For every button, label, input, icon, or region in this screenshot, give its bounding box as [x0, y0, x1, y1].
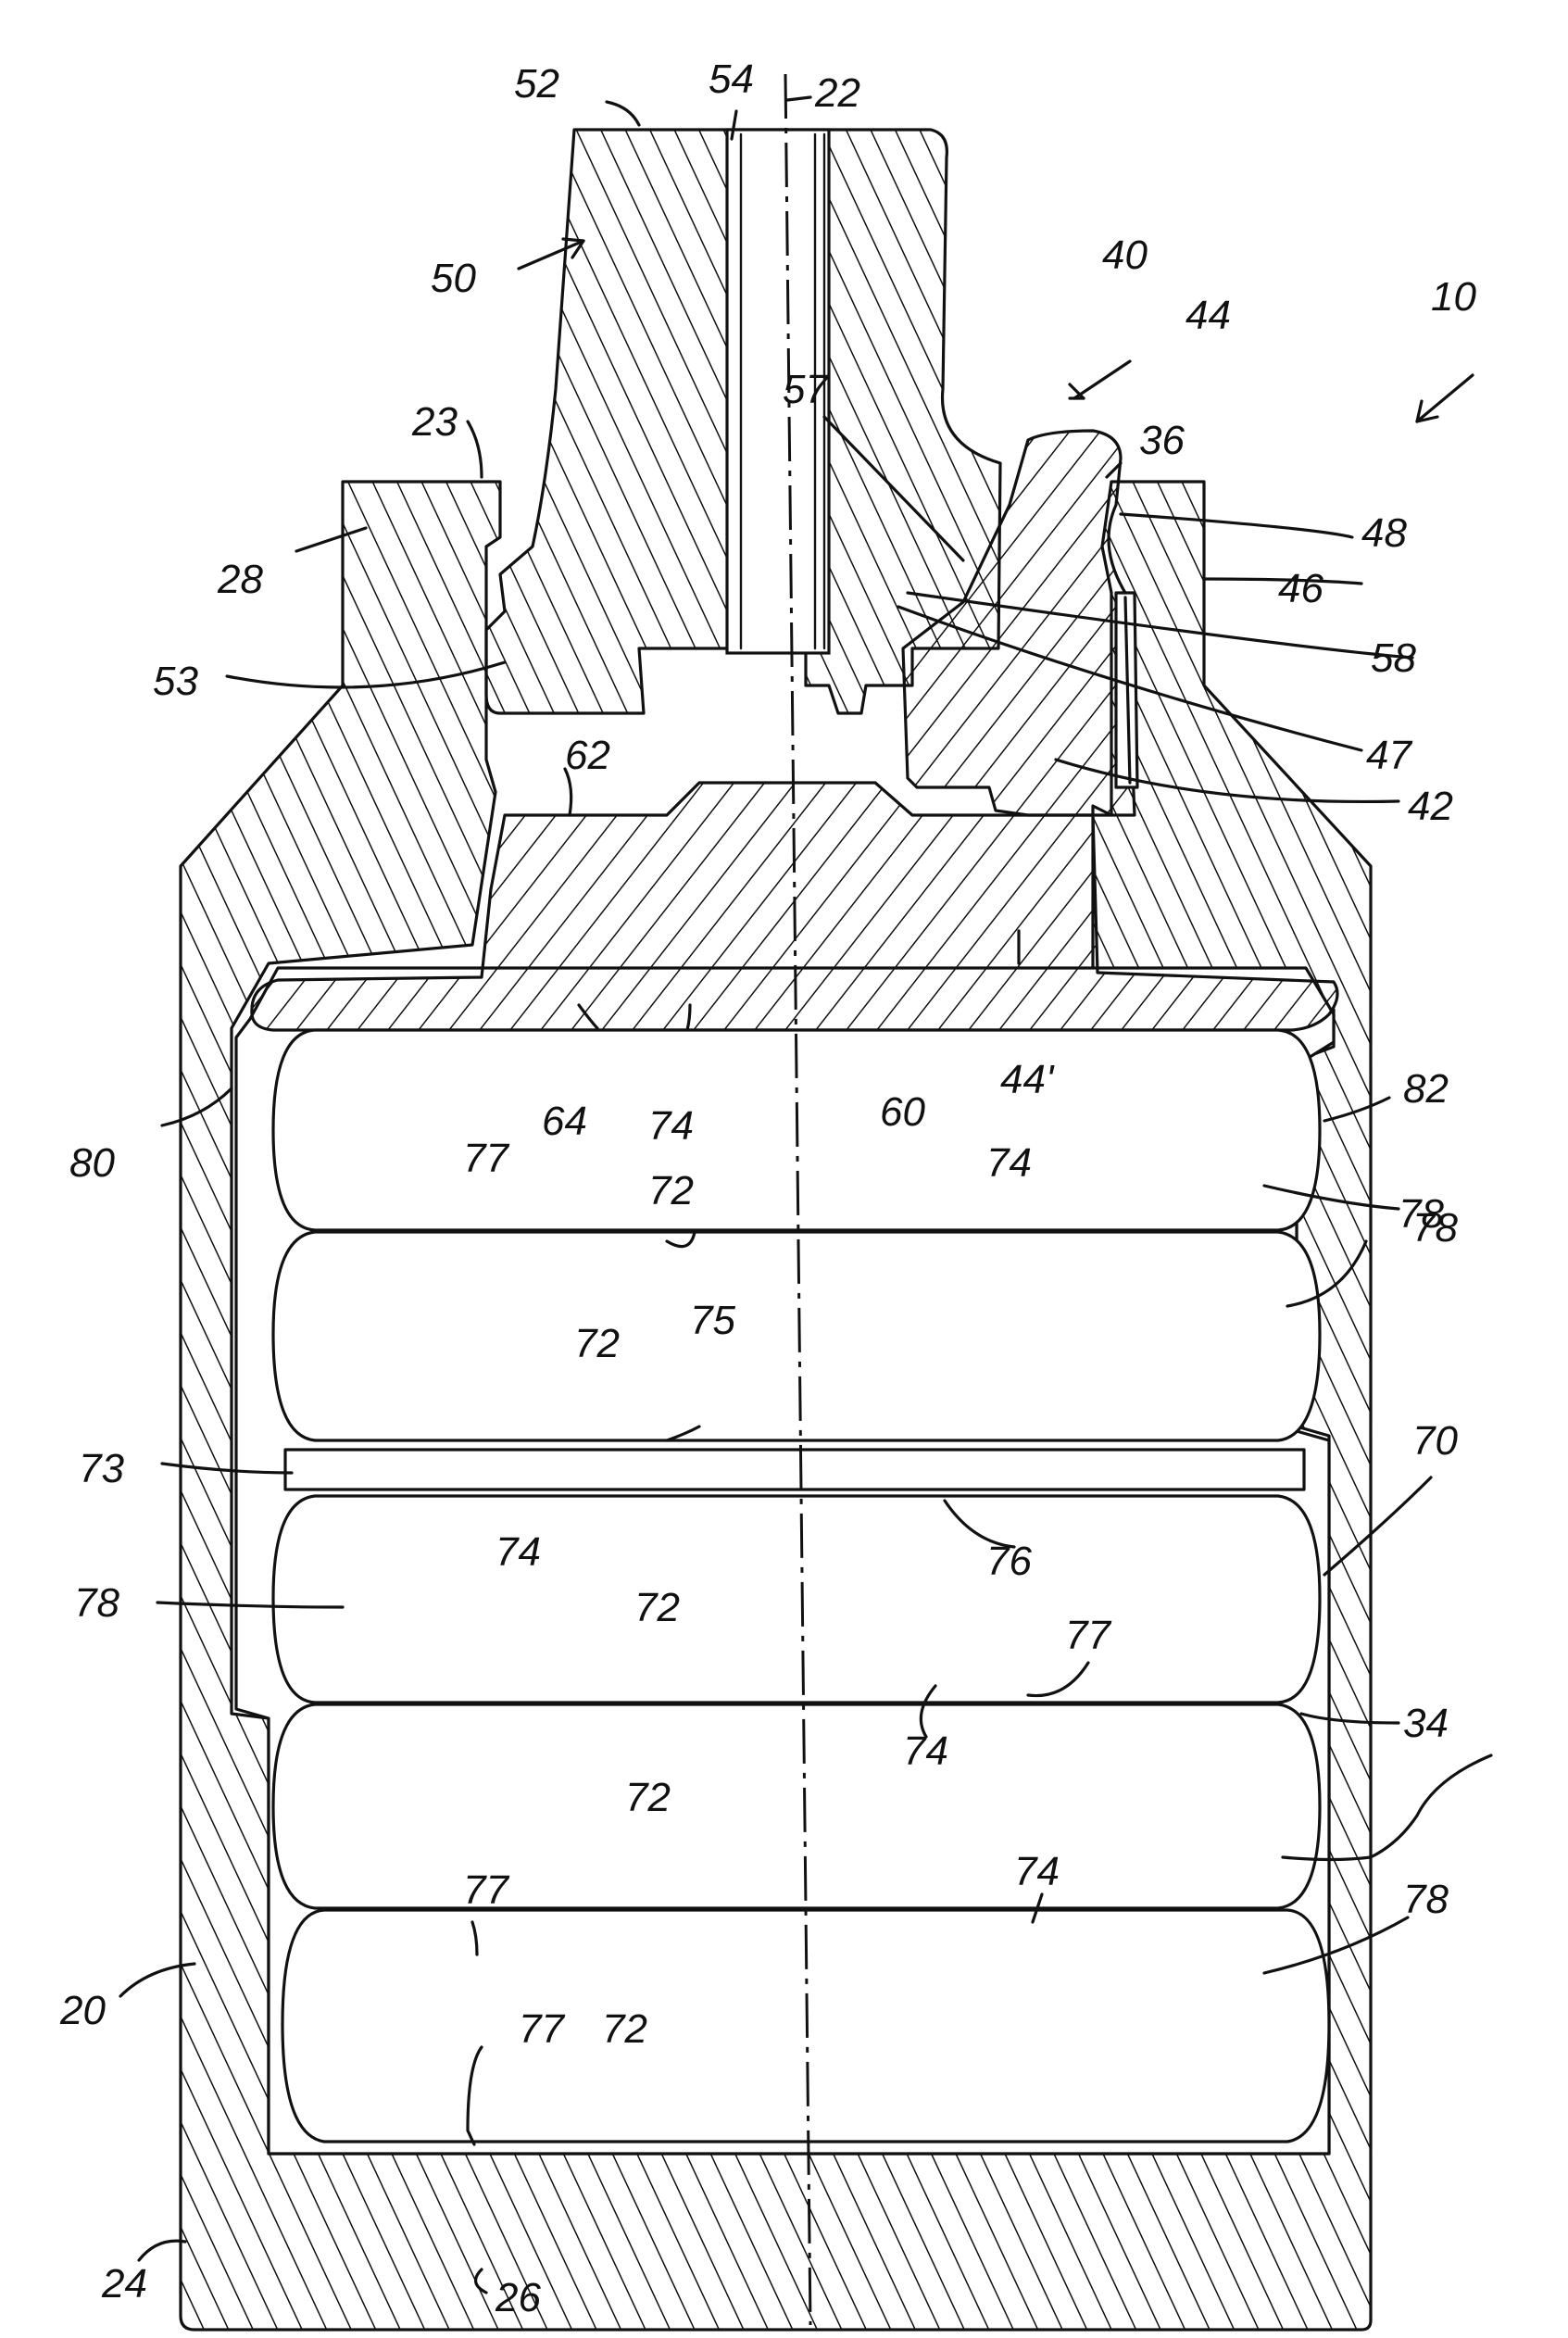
label-74e: 74 — [1014, 1849, 1060, 1894]
label-23: 23 — [411, 399, 458, 445]
label-76: 76 — [986, 1539, 1032, 1584]
label-62: 62 — [565, 733, 610, 778]
label-74d: 74 — [903, 1728, 948, 1774]
label-64: 64 — [542, 1099, 587, 1144]
label-75: 75 — [690, 1298, 735, 1343]
separator-73 — [285, 1450, 1304, 1490]
label-44p: 44' — [1000, 1057, 1055, 1102]
label-77c: 77 — [463, 1867, 509, 1913]
label-28: 28 — [217, 557, 263, 602]
label-74a: 74 — [648, 1103, 694, 1149]
label-36: 36 — [1139, 418, 1185, 463]
label-72c: 72 — [634, 1585, 680, 1630]
label-26: 26 — [495, 2275, 541, 2320]
disc-3 — [273, 1496, 1320, 1703]
label-74c: 74 — [495, 1529, 541, 1575]
label-57: 57 — [783, 367, 829, 412]
label-24: 24 — [101, 2261, 147, 2307]
label-77d: 77 — [519, 2006, 565, 2052]
label-72a: 72 — [648, 1168, 694, 1213]
label-73: 73 — [79, 1446, 124, 1491]
label-78c: 78 — [74, 1580, 119, 1626]
disc-2 — [273, 1232, 1320, 1440]
label-46: 46 — [1278, 566, 1323, 611]
label-48: 48 — [1361, 510, 1407, 556]
label-42: 42 — [1408, 784, 1453, 829]
label-78b: 78 — [1412, 1205, 1458, 1251]
label-82: 82 — [1403, 1066, 1449, 1112]
label-70: 70 — [1412, 1418, 1458, 1464]
label-78d: 78 — [1403, 1877, 1449, 1922]
label-47: 47 — [1366, 733, 1412, 778]
label-58: 58 — [1371, 635, 1416, 681]
label-20: 20 — [59, 1988, 106, 2033]
label-44: 44 — [1185, 293, 1231, 338]
label-52: 52 — [514, 61, 559, 107]
label-77b: 77 — [1065, 1613, 1111, 1658]
label-34: 34 — [1403, 1701, 1449, 1746]
label-72e: 72 — [602, 2006, 647, 2052]
disc-4 — [273, 1704, 1320, 1908]
label-80: 80 — [69, 1140, 115, 1186]
label-72b: 72 — [574, 1321, 620, 1366]
label-53: 53 — [153, 659, 198, 704]
label-10: 10 — [1431, 274, 1476, 320]
label-40: 40 — [1102, 233, 1148, 278]
label-22: 22 — [814, 70, 860, 116]
label-74b: 74 — [986, 1140, 1032, 1186]
label-77a: 77 — [463, 1136, 509, 1181]
label-50: 50 — [431, 256, 476, 301]
label-54: 54 — [709, 57, 754, 102]
label-72d: 72 — [625, 1775, 671, 1820]
label-60: 60 — [880, 1089, 925, 1135]
